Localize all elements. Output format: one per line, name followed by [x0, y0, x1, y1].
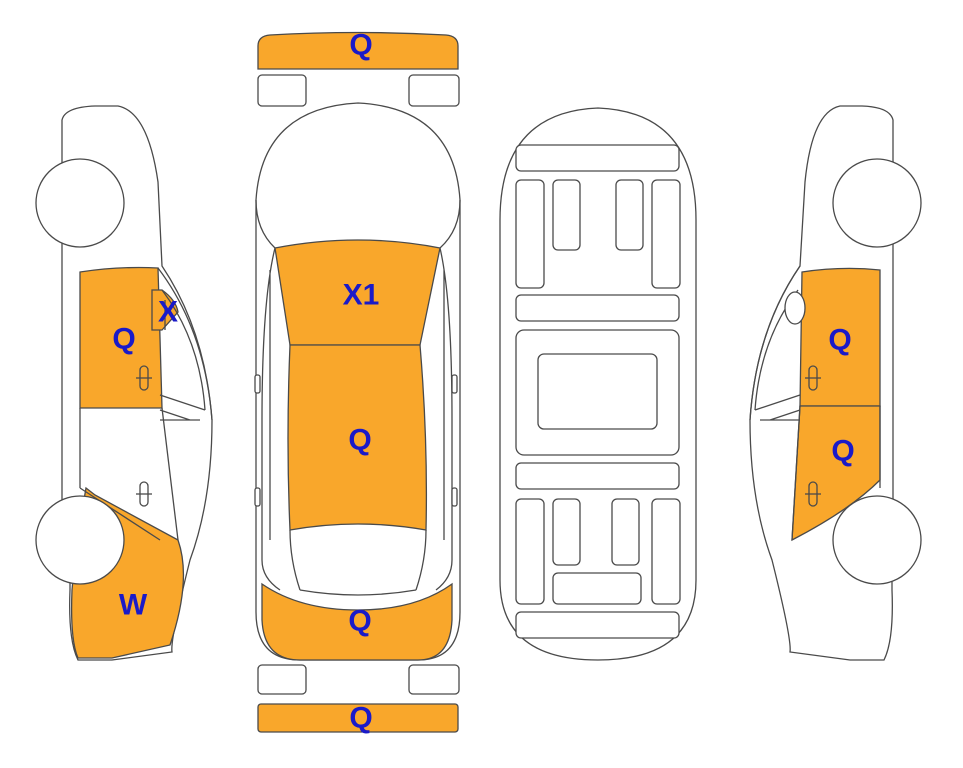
- underside-view: [499, 107, 697, 661]
- underside-part-12: [611, 498, 640, 566]
- right-side-window-line: [749, 265, 881, 541]
- right-rear-door-label: Q: [831, 435, 854, 468]
- right-mirror-icon: [451, 374, 458, 394]
- underside-part-2: [515, 179, 545, 289]
- underside-part-4: [615, 179, 644, 251]
- underside-part-13: [651, 498, 681, 605]
- left-front-door-label: Q: [112, 323, 135, 356]
- roof-label: Q: [348, 424, 371, 457]
- roof-panel: [287, 344, 428, 531]
- rear-bumper-panel: [257, 703, 459, 733]
- trunk-lid-label: Q: [348, 605, 371, 638]
- underside-part-8: [537, 353, 658, 430]
- left-a-pillar-label: X: [158, 296, 178, 329]
- right-rear-wheel: [832, 495, 922, 585]
- front-bumper-panel: [257, 31, 459, 70]
- right-mirror-icon: [784, 291, 806, 325]
- left-mirror-icon: [254, 374, 261, 394]
- right-front-door-label: Q: [828, 324, 851, 357]
- left-front-headlight: [257, 74, 307, 107]
- left-rear-wheel: [35, 495, 125, 585]
- right-front-door-panel: [799, 267, 881, 407]
- underside-part-9: [515, 462, 680, 490]
- front-bumper-label: Q: [349, 29, 372, 62]
- left-side-window-line: [79, 267, 213, 541]
- top-view-detail-lines: [255, 199, 461, 596]
- windshield-label: X1: [343, 279, 380, 312]
- damage-labels: Q Q X W X1 Q Q Q Q Q: [112, 29, 854, 735]
- underside-part-11: [552, 498, 581, 566]
- underside-part-5: [651, 179, 681, 289]
- rear-bumper-label: Q: [349, 702, 372, 735]
- left-side-view: [35, 105, 213, 661]
- right-rear-taillight: [408, 664, 460, 695]
- right-front-wheel: [832, 158, 922, 248]
- underside-part-10: [515, 498, 545, 605]
- left-front-wheel: [35, 158, 125, 248]
- left-rear-taillight: [257, 664, 307, 695]
- left-front-door-panel: [79, 266, 163, 409]
- left-rear-quarter-label: W: [119, 589, 148, 622]
- underside-part-6: [515, 294, 680, 322]
- right-rear-mirror-icon: [451, 487, 458, 507]
- underside-part-1: [515, 144, 680, 172]
- right-side-view: [749, 105, 922, 661]
- underside-part-15: [515, 611, 680, 639]
- right-front-headlight: [408, 74, 460, 107]
- underside-part-14: [552, 572, 642, 605]
- left-rear-mirror-icon: [254, 487, 261, 507]
- top-view: [254, 31, 461, 733]
- trunk-lid-panel: [261, 582, 453, 661]
- underside-part-3: [552, 179, 581, 251]
